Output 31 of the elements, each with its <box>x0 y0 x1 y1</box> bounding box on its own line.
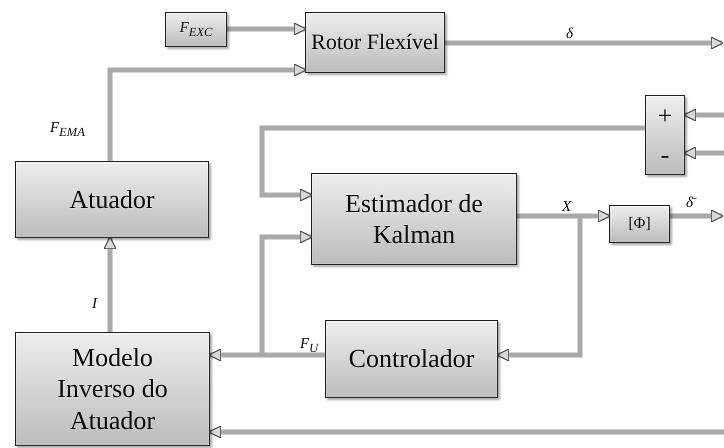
arrow <box>260 126 645 202</box>
process-block <box>325 320 498 398</box>
signal-label: I <box>92 296 97 313</box>
arrow <box>208 425 724 439</box>
arrow <box>670 209 724 223</box>
process-block <box>15 161 209 238</box>
arrow <box>445 36 724 50</box>
block-label: [Φ] <box>628 214 651 234</box>
process-block <box>15 332 210 446</box>
arrow <box>683 146 724 160</box>
process-block <box>305 12 445 73</box>
sum-block <box>645 95 685 175</box>
arrow <box>108 63 307 161</box>
block-label: F$_{EXC}$ <box>180 19 212 40</box>
block-label: Atuador <box>69 184 155 216</box>
block-label: Controlador <box>348 343 474 375</box>
arrow <box>227 22 307 36</box>
block-label: Modelo Inverso do Atuador <box>56 342 169 436</box>
block-label: Rotor Flexível <box>311 29 439 56</box>
process-block <box>609 205 670 243</box>
signal-label: F$_{EMA}$ <box>50 120 85 140</box>
block-label: - <box>660 138 670 170</box>
block-label: Estimador de Kalman <box>344 188 484 250</box>
arrow <box>683 108 724 122</box>
signal-label: δ <box>566 26 573 43</box>
process-block <box>165 12 227 47</box>
signal-label: X <box>562 199 572 216</box>
block-label: + <box>658 100 672 132</box>
signal-label: F$_{U}$ <box>300 336 318 356</box>
process-block <box>311 173 517 265</box>
arrow <box>103 236 117 332</box>
